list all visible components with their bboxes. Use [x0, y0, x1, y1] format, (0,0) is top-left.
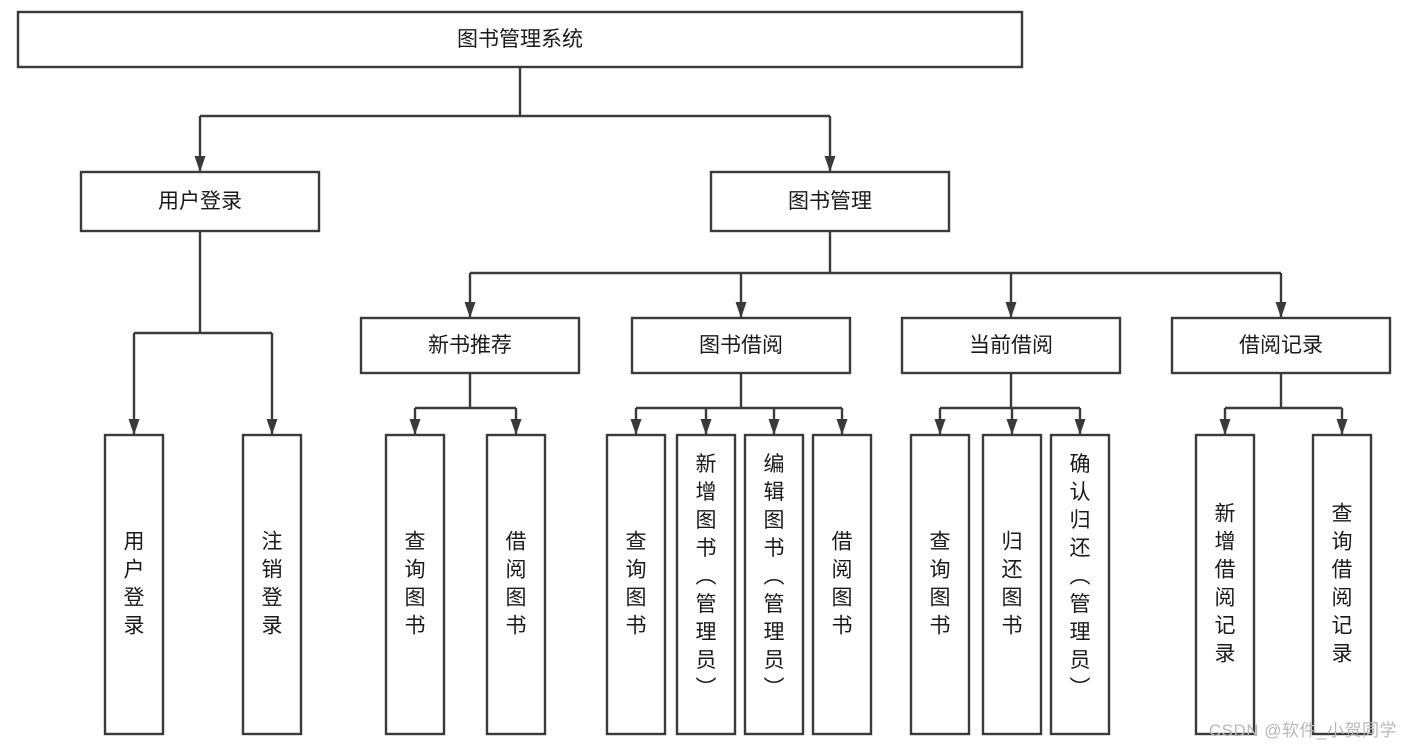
connector-bus-root — [200, 67, 830, 118]
node-label: 编辑图书︵管理员︶ — [764, 453, 785, 700]
edge-book-borrow-to-leaf-borrow-book-2 — [836, 408, 848, 435]
node-leaf-add-borrow-rec[interactable]: 新增借阅记录 — [1194, 433, 1256, 736]
edge-root-to-user-login — [194, 116, 206, 172]
node-new-book-recommend[interactable]: 新书推荐 — [359, 316, 581, 375]
node-label: 图书管理 — [788, 190, 872, 213]
node-root[interactable]: 图书管理系统 — [16, 10, 1024, 69]
connector-bus-new-book — [415, 373, 516, 410]
connector-bus-current-borrow — [940, 373, 1080, 410]
edge-book-borrow-to-leaf-add-book-admin — [700, 408, 712, 435]
edge-book-manage-to-book-borrow — [735, 273, 747, 318]
node-label: 新书推荐 — [428, 334, 512, 357]
node-leaf-query-book-2[interactable]: 查询图书 — [605, 433, 667, 736]
edge-current-borrow-to-leaf-query-book-3 — [934, 408, 946, 435]
node-book-borrow[interactable]: 图书借阅 — [630, 316, 852, 375]
node-label: 注销登录 — [262, 531, 283, 638]
node-label: 新增借阅记录 — [1215, 503, 1236, 666]
node-label: 查询借阅记录 — [1332, 503, 1353, 666]
node-borrow-record[interactable]: 借阅记录 — [1170, 316, 1392, 375]
node-leaf-confirm-return[interactable]: 确认归还︵管理员︶ — [1049, 433, 1111, 736]
node-label: 归还图书 — [1002, 531, 1023, 638]
node-current-borrow[interactable]: 当前借阅 — [900, 316, 1122, 375]
node-leaf-user-login[interactable]: 用户登录 — [103, 433, 165, 736]
edge-book-manage-to-borrow-record — [1275, 273, 1287, 318]
node-label: 确认归还︵管理员︶ — [1070, 453, 1091, 700]
node-leaf-logout-login[interactable]: 注销登录 — [241, 433, 303, 736]
edge-new-book-recommend-to-leaf-borrow-book-1 — [510, 408, 522, 435]
node-label: 用户登录 — [158, 190, 242, 213]
node-leaf-add-book-admin[interactable]: 新增图书︵管理员︶ — [675, 433, 737, 736]
connector-bus-borrow-record — [1225, 373, 1342, 410]
node-leaf-query-book-3[interactable]: 查询图书 — [909, 433, 971, 736]
node-label: 借阅图书 — [506, 531, 527, 638]
node-label: 查询图书 — [405, 531, 426, 638]
node-leaf-query-borrow-rec[interactable]: 查询借阅记录 — [1311, 433, 1373, 736]
node-label: 借阅图书 — [832, 531, 853, 638]
node-leaf-return-book[interactable]: 归还图书 — [981, 433, 1043, 736]
node-leaf-borrow-book-1[interactable]: 借阅图书 — [485, 433, 547, 736]
node-label: 图书管理系统 — [457, 28, 583, 51]
connector-bus-book-manage — [470, 231, 1281, 275]
edge-book-manage-to-current-borrow — [1005, 273, 1017, 318]
node-label: 查询图书 — [930, 531, 951, 638]
node-label: 当前借阅 — [969, 334, 1053, 357]
connector-bus-user-login — [134, 231, 272, 335]
node-label: 用户登录 — [124, 531, 145, 638]
node-book-manage[interactable]: 图书管理 — [709, 170, 951, 233]
edge-current-borrow-to-leaf-return-book — [1006, 408, 1018, 435]
edge-book-manage-to-new-book-recommend — [464, 273, 476, 318]
edge-user-login-to-leaf-logout-login — [266, 333, 278, 435]
edge-root-to-book-manage — [824, 116, 836, 172]
node-label: 新增图书︵管理员︶ — [696, 453, 717, 700]
edge-current-borrow-to-leaf-confirm-return — [1074, 408, 1086, 435]
connectors-layer — [128, 67, 1348, 435]
connector-bus-book-borrow — [636, 373, 842, 410]
csdn-watermark: CSDN @软件_小贺同学 — [1208, 721, 1397, 740]
edge-user-login-to-leaf-user-login — [128, 333, 140, 435]
node-leaf-edit-book-admin[interactable]: 编辑图书︵管理员︶ — [743, 433, 805, 736]
node-user-login[interactable]: 用户登录 — [79, 170, 321, 233]
edge-book-borrow-to-leaf-edit-book-admin — [768, 408, 780, 435]
node-leaf-query-book-1[interactable]: 查询图书 — [384, 433, 446, 736]
edge-borrow-record-to-leaf-query-borrow-rec — [1336, 408, 1348, 435]
node-label: 查询图书 — [626, 531, 647, 638]
nodes-layer: 图书管理系统用户登录图书管理新书推荐图书借阅当前借阅借阅记录用户登录注销登录查询… — [16, 10, 1392, 736]
edge-book-borrow-to-leaf-query-book-2 — [630, 408, 642, 435]
node-label: 图书借阅 — [699, 334, 783, 357]
edge-borrow-record-to-leaf-add-borrow-rec — [1219, 408, 1231, 435]
node-label: 借阅记录 — [1239, 334, 1323, 357]
edge-new-book-recommend-to-leaf-query-book-1 — [409, 408, 421, 435]
node-leaf-borrow-book-2[interactable]: 借阅图书 — [811, 433, 873, 736]
